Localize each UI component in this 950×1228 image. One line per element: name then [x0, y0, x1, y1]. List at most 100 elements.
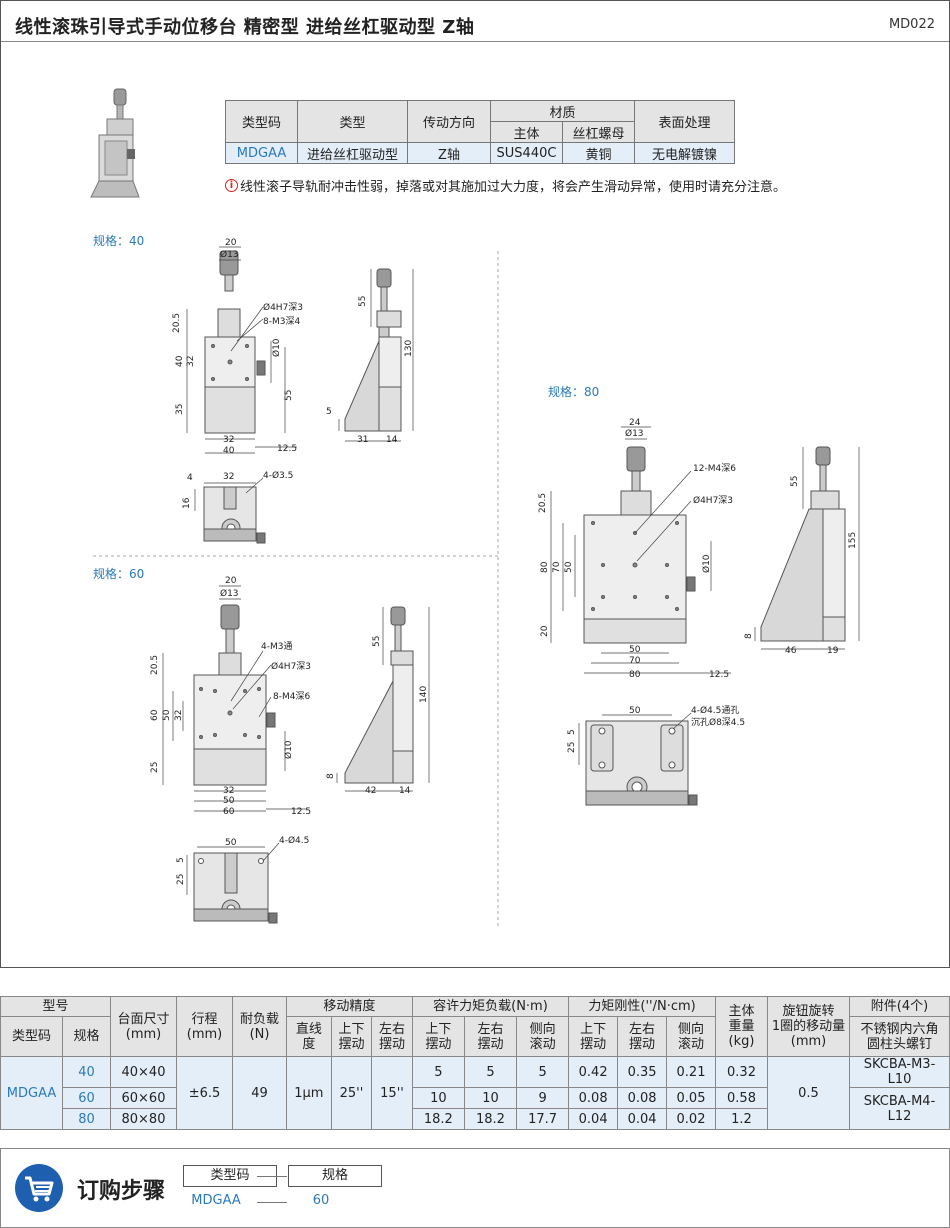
dim-40-t32: 32 — [223, 472, 234, 482]
order-value-type-code: MDGAA — [191, 1193, 241, 1208]
dim-40-h32: 32 — [186, 356, 196, 367]
dim-80-h20: 20 — [540, 625, 550, 637]
table-row: 60 60×60 10 10 9 0.08 0.08 0.05 0.58 SKC… — [1, 1087, 950, 1130]
th-load: 耐负载(N) — [232, 996, 287, 1057]
cell-nut: 黄铜 — [562, 142, 635, 164]
dim-80-t45b: 沉孔Ø8深4.5 — [691, 717, 745, 728]
dim-60-t50: 50 — [225, 838, 237, 848]
dim-60-d10: Ø10 — [283, 740, 294, 759]
dim-80-s19: 19 — [827, 646, 839, 656]
dim-40-s130: 130 — [404, 340, 414, 357]
cell-body: SUS440C — [490, 142, 563, 164]
th-m-lr: 左右摆动 — [463, 1016, 518, 1057]
th-accuracy: 移动精度 — [286, 996, 413, 1017]
th-knob-l1: 旋钮旋转 — [782, 1004, 835, 1019]
th-type: 类型 — [297, 100, 408, 143]
cell-acc: SKCBA-M4-L12 — [849, 1087, 950, 1130]
order-title: 订购步骤 — [77, 1179, 166, 1204]
th-material: 材质 — [490, 100, 635, 122]
th-weight: 主体重量(kg) — [715, 996, 768, 1057]
dim-60-d13: Ø13 — [220, 588, 239, 599]
cell-m-roll: 5 — [516, 1056, 570, 1088]
dim-80-a205: 20.5 — [538, 493, 548, 513]
th-pitch-l2: 摆动 — [338, 1036, 365, 1052]
th-weight-l3: (kg) — [728, 1034, 755, 1049]
dim-60-b60: 60 — [223, 807, 235, 817]
th-model: 型号 — [0, 996, 111, 1017]
dim-60-w20: 20 — [225, 576, 237, 586]
dim-80-s55: 55 — [790, 476, 800, 487]
top-view-80 — [585, 720, 698, 806]
spec-label-40: 规格：40 — [93, 234, 145, 248]
dim-60-h60: 60 — [150, 709, 160, 721]
cell-weight: 1.2 — [715, 1108, 768, 1130]
th-pitch-l1: 上下 — [338, 1021, 365, 1037]
cell-m-roll: 9 — [516, 1087, 570, 1109]
cell-surface: 无电解镀镍 — [634, 142, 735, 164]
top-view-40 — [203, 486, 266, 544]
cell-m-lr: 10 — [463, 1087, 518, 1109]
catalog-code: MD022 — [888, 17, 935, 32]
th-yaw-l2: 摆动 — [379, 1036, 406, 1052]
dim-60-s55: 55 — [372, 636, 382, 647]
cell-r-ud: 0.04 — [568, 1108, 619, 1130]
dim-60-b50: 50 — [223, 796, 235, 806]
dim-80-b125: 12.5 — [709, 670, 729, 680]
dim-80-b70: 70 — [629, 656, 641, 666]
cell-m-ud: 5 — [411, 1056, 465, 1088]
dim-80-t45a: 4-Ø4.5通孔 — [691, 705, 739, 716]
dim-80-b80: 80 — [629, 670, 641, 680]
dim-60-h32: 32 — [174, 710, 184, 721]
cell-stroke: ±6.5 — [176, 1056, 233, 1130]
spec-table: 型号 台面尺寸(mm) 行程(mm) 耐负载(N) 移动精度 容许力矩负载(N·… — [0, 996, 950, 1130]
th-r-ud: 上下摆动 — [568, 1016, 619, 1057]
th-weight-l2: 重量 — [728, 1019, 755, 1034]
th-rigidity: 力矩刚性(''/N·cm) — [568, 996, 716, 1017]
th-straight-l1: 直线 — [295, 1021, 322, 1037]
th-pitch: 上下摆动 — [330, 1016, 373, 1057]
side-view-80 — [760, 446, 846, 642]
dim-80-w24: 24 — [629, 418, 641, 428]
th-load-unit: (N) — [249, 1026, 270, 1042]
cell-m-lr: 5 — [463, 1056, 518, 1088]
th-m-ud-l2: 摆动 — [425, 1036, 452, 1052]
th-r-roll: 侧向滚动 — [666, 1016, 716, 1057]
cell-m-ud: 10 — [411, 1087, 465, 1109]
warning-icon: i — [225, 179, 238, 192]
th-straight-l2: 度 — [302, 1036, 316, 1052]
front-view-60 — [193, 604, 276, 786]
th-weight-l1: 主体 — [728, 1004, 755, 1019]
dim-40-s55: 55 — [358, 296, 368, 307]
product-sheet-frame: 线性滚珠引导式手动位移台 精密型 进给丝杠驱动型 Z轴 MD022 类型码 类型… — [0, 0, 950, 968]
dim-40-tap: 8-M3深4 — [263, 316, 300, 327]
cell-size: 80 — [62, 1108, 111, 1130]
th-load-label: 耐负载 — [239, 1011, 279, 1027]
th-type-code-2: 类型码 — [0, 1016, 63, 1057]
caution-text: 线性滚子导轨耐冲击性弱，掉落或对其施加过大力度，将会产生滑动异常，使用时请充分注… — [240, 180, 787, 195]
th-acc-desc: 不锈钢内六角圆柱头螺钉 — [849, 1016, 950, 1057]
page-title: 线性滚珠引导式手动位移台 精密型 进给丝杠驱动型 Z轴 — [15, 17, 475, 38]
dim-40-b125: 12.5 — [277, 444, 297, 454]
th-r-lr-l1: 左右 — [629, 1021, 656, 1037]
dim-80-h70: 70 — [552, 561, 562, 573]
dim-80-d13: Ø13 — [625, 428, 644, 439]
dim-60-s42: 42 — [365, 786, 376, 796]
th-yaw-l1: 左右 — [379, 1021, 406, 1037]
side-view-60 — [344, 606, 414, 784]
table-row: 80 80×80 18.2 18.2 17.7 0.04 0.04 0.02 1… — [1, 1108, 950, 1130]
cart-icon — [15, 1164, 63, 1212]
dim-40-b40: 40 — [223, 446, 235, 456]
cell-yaw: 15'' — [371, 1056, 413, 1130]
cell-table: 60×60 — [110, 1087, 177, 1109]
th-knob-l2: 1圈的移动量 — [771, 1019, 846, 1034]
cell-load: 49 — [232, 1056, 287, 1130]
th-r-roll-l1: 侧向 — [677, 1021, 704, 1037]
side-view-40 — [344, 268, 402, 432]
dim-80-d10: Ø10 — [701, 554, 712, 573]
cell-r-lr: 0.08 — [617, 1087, 667, 1109]
dim-40-b32: 32 — [223, 435, 234, 445]
cell-knob: 0.5 — [767, 1056, 850, 1130]
th-m-lr-l1: 左右 — [477, 1021, 504, 1037]
dim-80-s8: 8 — [744, 633, 754, 639]
